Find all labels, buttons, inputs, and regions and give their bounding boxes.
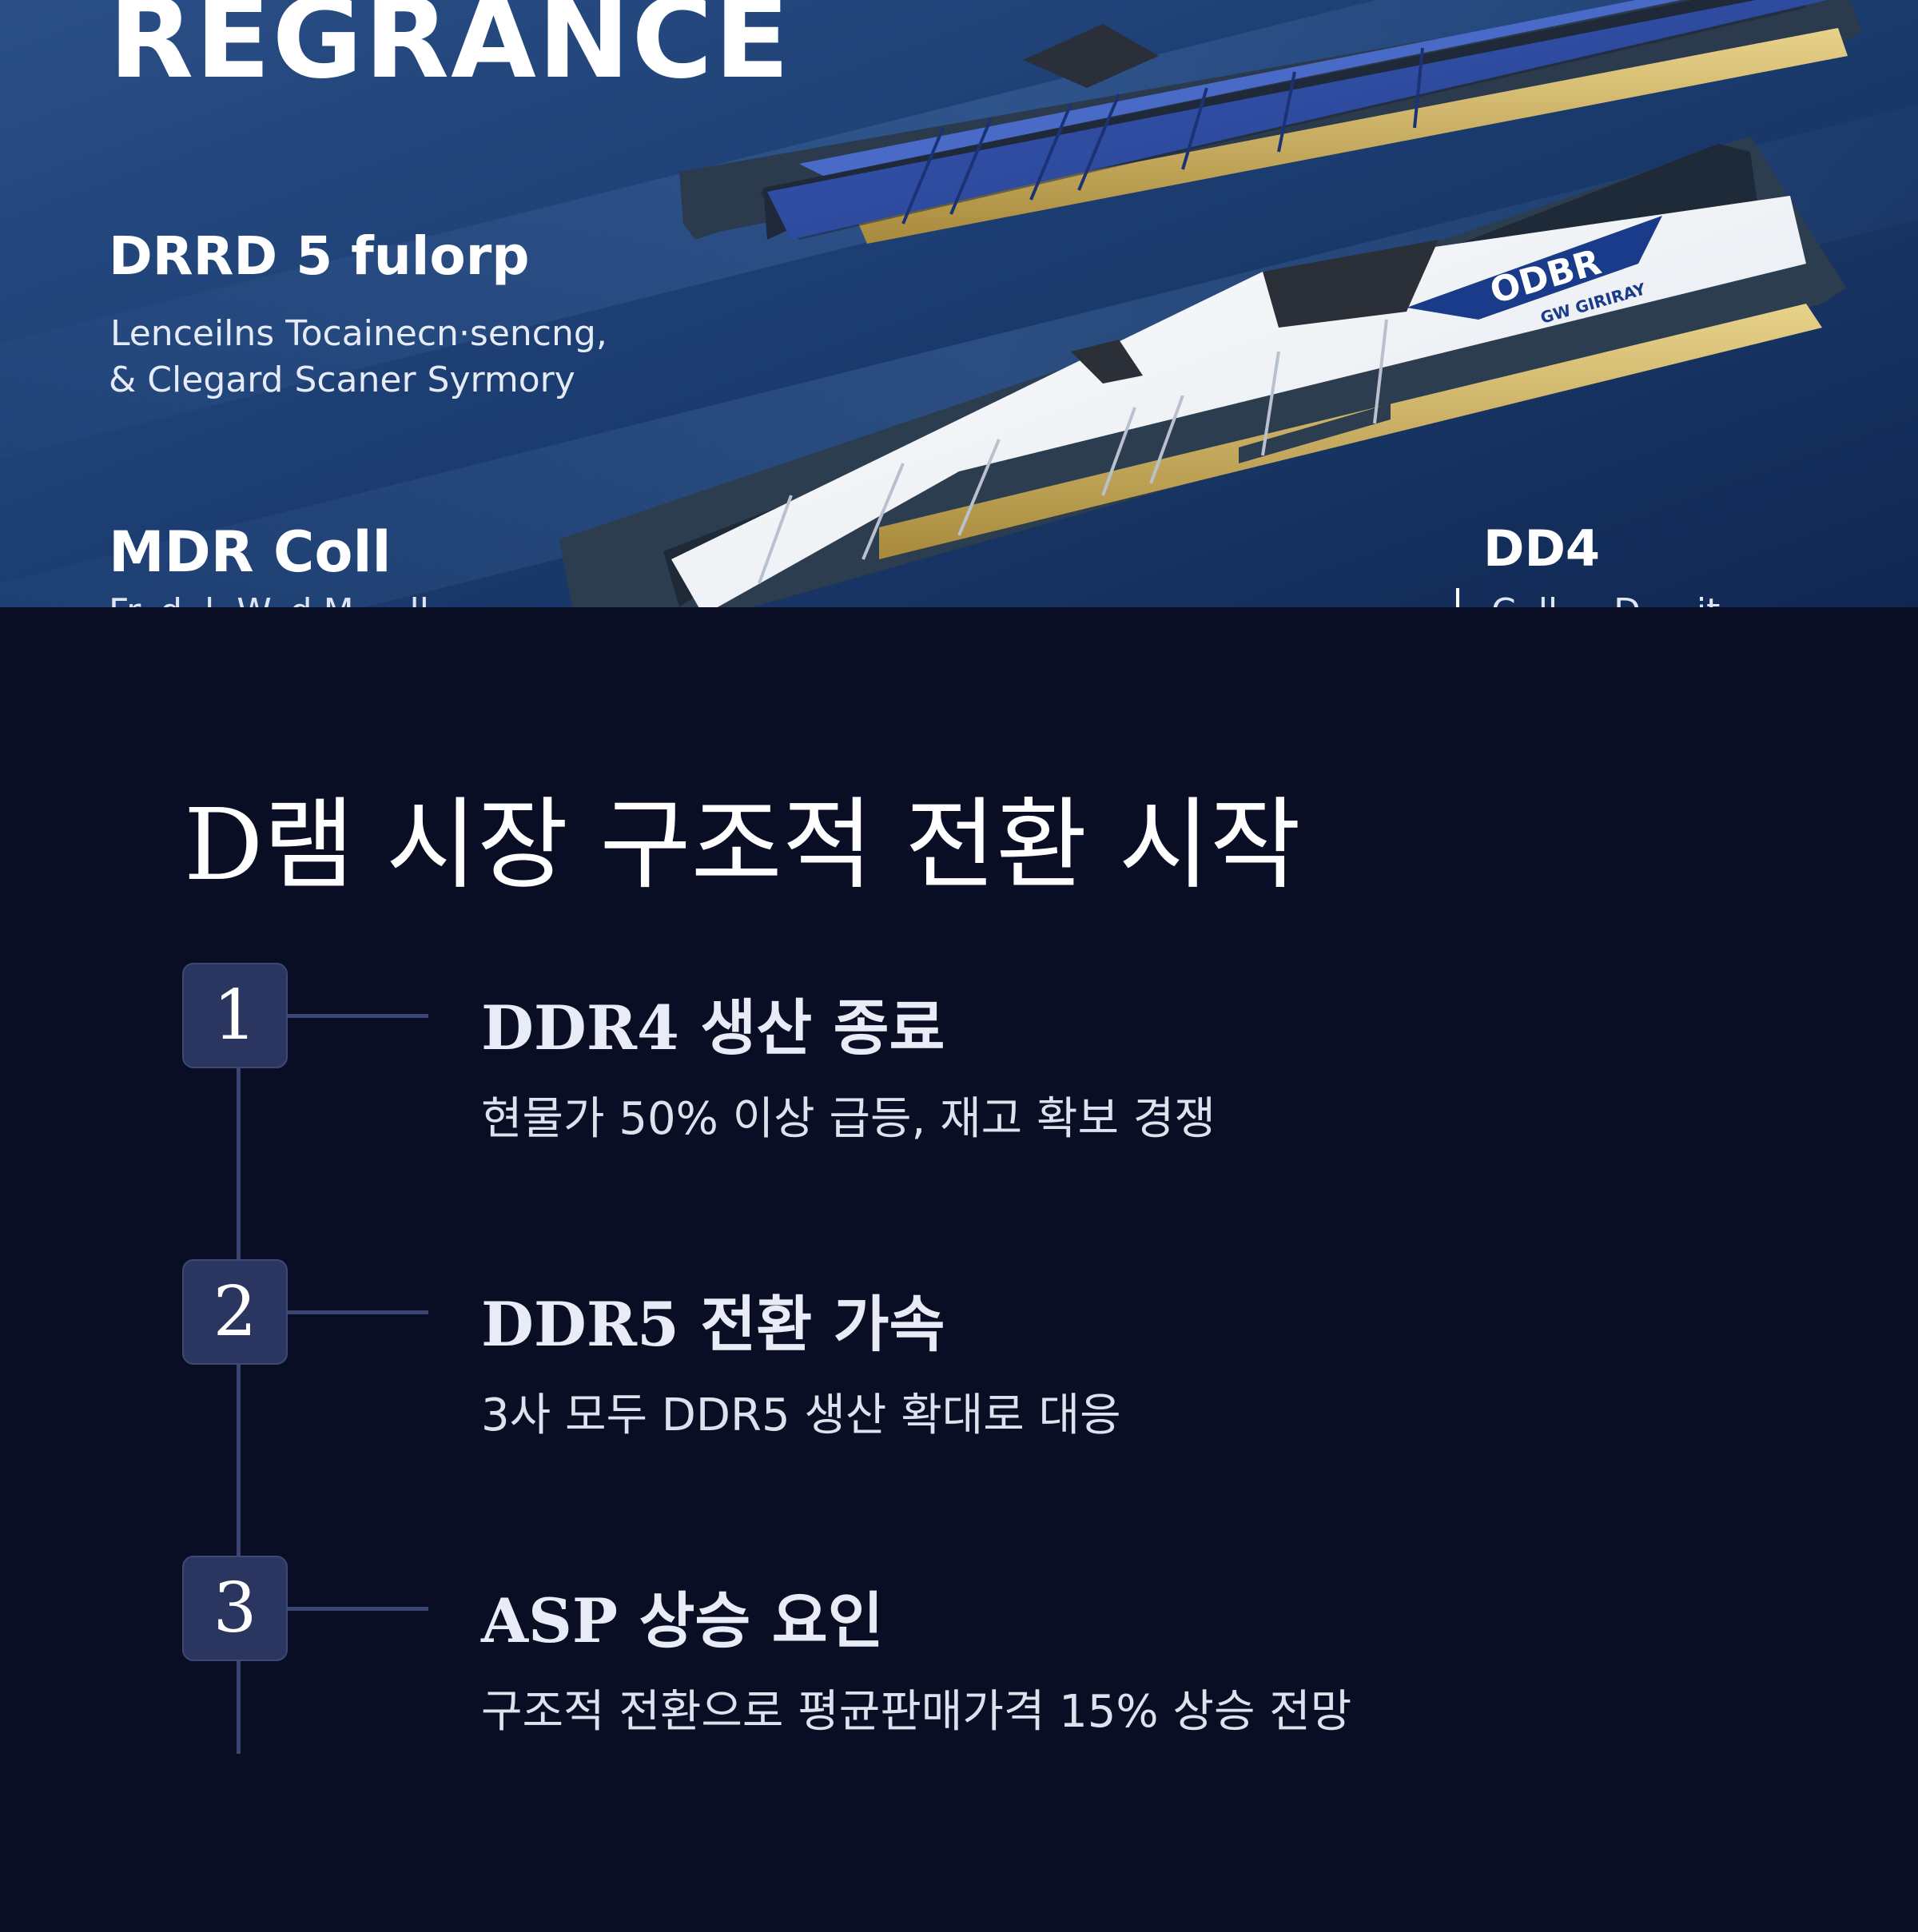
step-connector: [288, 1014, 428, 1018]
hero-sub-heading-left: MDR Coll: [109, 519, 392, 585]
hero-sub-heading-right: DD4: [1483, 519, 1601, 578]
step-number-badge: 3: [182, 1556, 288, 1661]
timeline-step: 1 DDR4 생산 종료 현물가 50% 이상 급등, 재고 확보 경쟁: [0, 963, 1918, 1145]
step-description: 3사 모두 DDR5 생산 확대로 대응: [481, 1389, 1121, 1441]
section-title: D램 시장 구조적 전환 시작: [184, 788, 1301, 903]
step-title: ASP 상승 요인: [481, 1585, 884, 1656]
hero-banner: ODBR GW GIRIRAY REGRANCE DRRD 5 fulorp L…: [0, 0, 1918, 607]
timeline-line: [237, 1031, 241, 1754]
step-number-badge: 1: [182, 963, 288, 1068]
white-ram-module: ODBR GW GIRIRAY: [559, 136, 1846, 607]
ram-modules-illustration: ODBR GW GIRIRAY: [559, 0, 1862, 607]
step-connector: [288, 1607, 428, 1611]
step-number-badge: 2: [182, 1259, 288, 1365]
blue-ram-module: [679, 0, 1862, 244]
step-title: DDR5 전환 가속: [481, 1289, 945, 1360]
step-connector: [288, 1310, 428, 1314]
hero-cropped-text-right: C..ll.... D.....it..: [1491, 591, 1742, 607]
hero-product-name: DRRD 5 fulorp: [109, 225, 530, 287]
hero-brand-title: REGRANCE: [109, 0, 791, 103]
hero-cropped-text-left: Fr..d..l. W..d M.....ll.: [109, 591, 440, 607]
step-description: 현물가 50% 이상 급등, 재고 확보 경쟁: [481, 1093, 1216, 1145]
hero-description-line-1: Lenceilns Tocainecn·sencng,: [110, 313, 607, 354]
step-description: 구조적 전환으로 평균판매가격 15% 상승 전망: [481, 1686, 1352, 1738]
timeline-step: 3 ASP 상승 요인 구조적 전환으로 평균판매가격 15% 상승 전망: [0, 1556, 1918, 1738]
hero-description-line-2: & Clegard Scaner Syrmory: [109, 360, 575, 400]
hero-divider: [1456, 588, 1459, 607]
timeline-step: 2 DDR5 전환 가속 3사 모두 DDR5 생산 확대로 대응: [0, 1259, 1918, 1441]
step-title: DDR4 생산 종료: [481, 992, 945, 1063]
